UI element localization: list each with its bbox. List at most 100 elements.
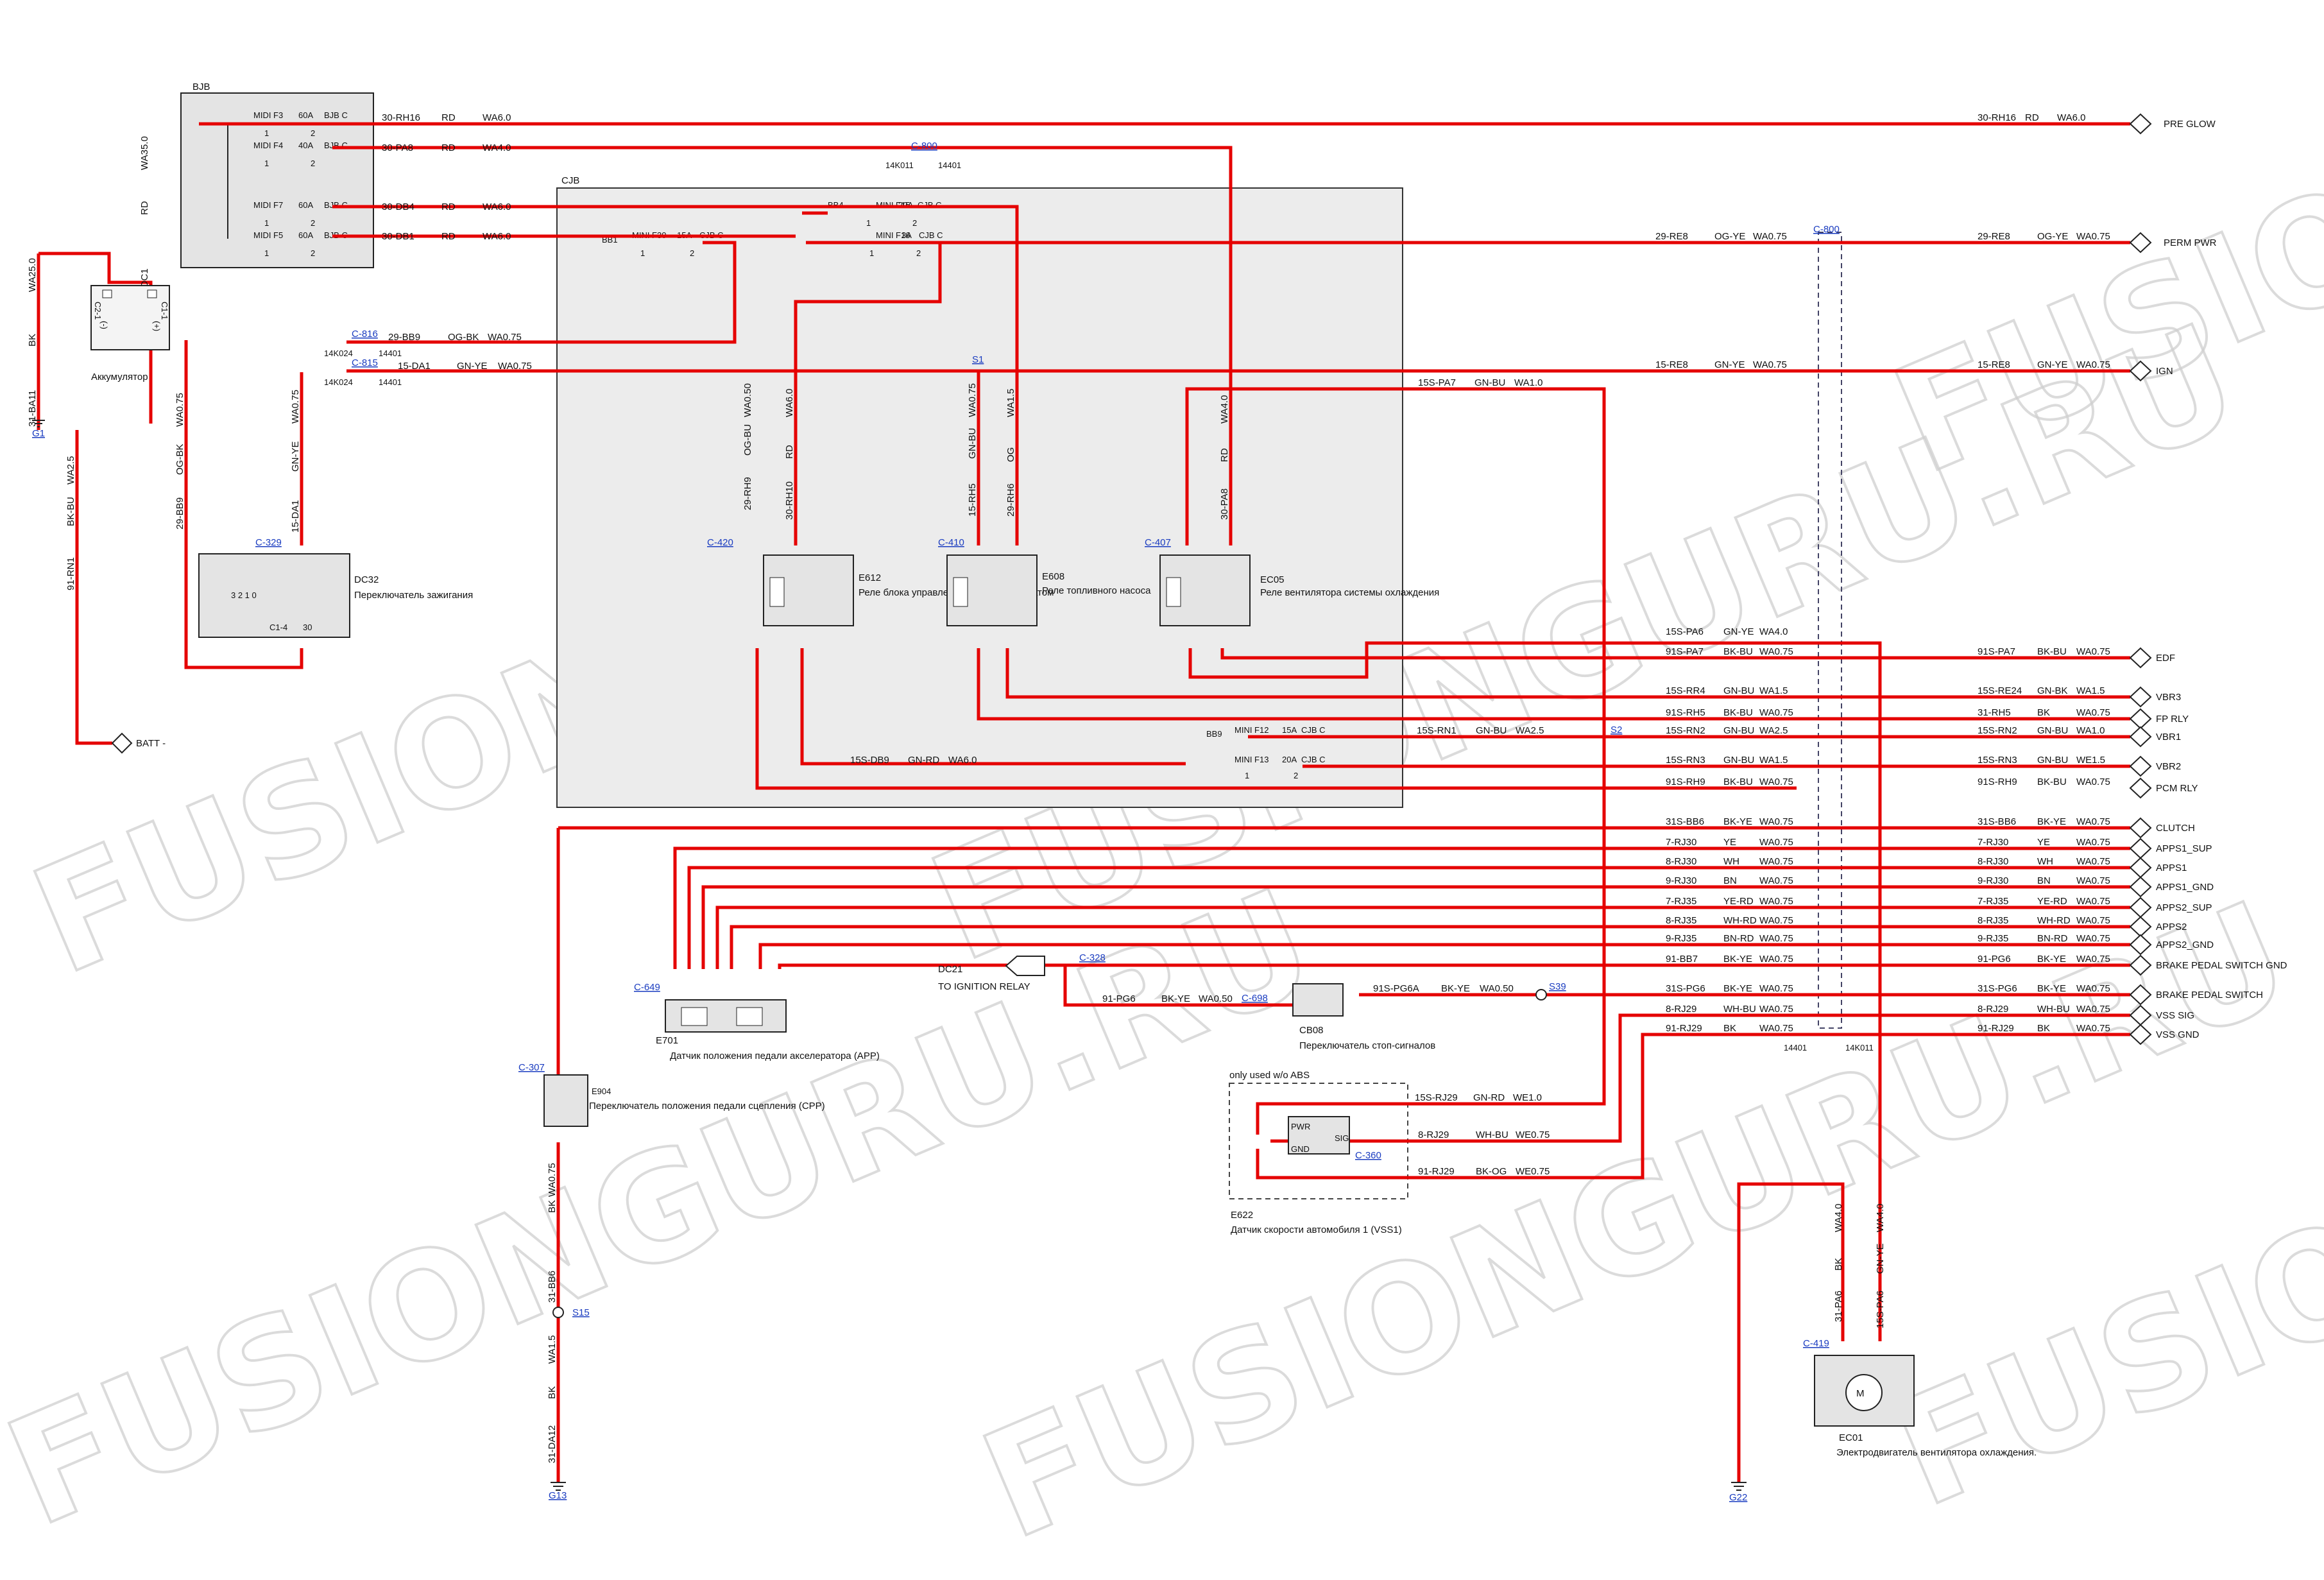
- svg-text:7-RJ30: 7-RJ30: [1978, 837, 2008, 848]
- svg-text:APPS2_GND: APPS2_GND: [2156, 940, 2214, 950]
- ec01-fan-motor: M C-419 EC01 Электродвигатель вентилятор…: [1803, 1338, 2037, 1458]
- svg-text:VBR2: VBR2: [2156, 761, 2181, 772]
- svg-text:BK: BK: [27, 334, 38, 347]
- svg-text:WH-BU: WH-BU: [2037, 1004, 2070, 1015]
- svg-text:FP RLY: FP RLY: [2156, 714, 2189, 725]
- svg-text:WA0.75: WA0.75: [175, 393, 185, 427]
- svg-text:BK-BU: BK-BU: [1723, 707, 1753, 718]
- svg-text:S2: S2: [1611, 725, 1622, 735]
- svg-text:29-RH9: 29-RH9: [742, 477, 753, 510]
- svg-text:BK: BK: [547, 1386, 558, 1399]
- svg-text:15S-RN2: 15S-RN2: [1978, 725, 2017, 736]
- splice-icon: [552, 1307, 564, 1318]
- svg-text:30-PA8: 30-PA8: [1219, 488, 1230, 520]
- splice-icon: [1535, 989, 1547, 1000]
- svg-text:30: 30: [303, 623, 312, 632]
- svg-text:GN-BU: GN-BU: [1723, 685, 1754, 696]
- connector-arrow-icon: [1005, 956, 1045, 976]
- svg-text:E612: E612: [859, 572, 881, 583]
- svg-text:APPS1: APPS1: [2156, 863, 2187, 873]
- svg-text:WA4.0: WA4.0: [1219, 395, 1230, 424]
- svg-text:1: 1: [866, 218, 871, 228]
- svg-text:WA0.75: WA0.75: [2076, 915, 2110, 926]
- svg-text:30-DB4: 30-DB4: [382, 202, 414, 212]
- battery-label: Аккумулятор: [91, 372, 148, 382]
- svg-text:15-DA1: 15-DA1: [290, 500, 301, 533]
- svg-text:E701: E701: [656, 1035, 678, 1046]
- svg-text:C-800: C-800: [1813, 224, 1840, 235]
- output-terminal: APPS1_GND: [2129, 876, 2214, 898]
- svg-text:Переключатель положения педали: Переключатель положения педали сцепления…: [589, 1101, 825, 1112]
- svg-text:WA0.75: WA0.75: [2076, 896, 2110, 907]
- svg-text:15S-RN3: 15S-RN3: [1978, 755, 2017, 766]
- svg-text:BK-YE: BK-YE: [1723, 983, 1752, 994]
- svg-text:WA6.0: WA6.0: [784, 389, 795, 417]
- svg-text:31S-PG6: 31S-PG6: [1666, 983, 1705, 994]
- svg-text:BK-YE: BK-YE: [2037, 816, 2066, 827]
- svg-text:GN-BU: GN-BU: [967, 428, 978, 459]
- terminal-diamond-icon: [2129, 360, 2152, 382]
- svg-text:WA4.0: WA4.0: [1759, 626, 1788, 637]
- watermark: FUSIONGURU.RU: [1872, 0, 2324, 508]
- terminal-diamond-icon: [2129, 876, 2152, 898]
- c800-top: C-800 14K011 14401 C-800 14401 14K011: [885, 141, 1874, 1052]
- svg-text:15-DA1: 15-DA1: [398, 361, 431, 372]
- svg-text:14401: 14401: [938, 160, 961, 170]
- svg-text:WA0.75: WA0.75: [1759, 646, 1793, 657]
- svg-text:91S-PA7: 91S-PA7: [1978, 646, 2015, 657]
- svg-text:WA0.75: WA0.75: [2076, 875, 2110, 886]
- svg-text:14K024: 14K024: [324, 348, 353, 358]
- svg-text:WA1.0: WA1.0: [1514, 377, 1542, 388]
- svg-text:91S-RH9: 91S-RH9: [1978, 777, 2017, 787]
- terminal-diamond-icon: [111, 732, 133, 754]
- svg-text:BRAKE PEDAL SWITCH: BRAKE PEDAL SWITCH: [2156, 990, 2263, 1000]
- svg-text:BN-RD: BN-RD: [1723, 933, 1754, 944]
- svg-text:C2-1: C2-1: [93, 302, 103, 320]
- svg-text:OG-BU: OG-BU: [742, 424, 753, 456]
- svg-text:91S-RH5: 91S-RH5: [1666, 707, 1705, 718]
- svg-text:BK-BU: BK-BU: [65, 497, 76, 526]
- svg-text:WA0.75: WA0.75: [1759, 1004, 1793, 1015]
- svg-text:SIG: SIG: [1335, 1133, 1349, 1143]
- e622-vss-sensor: PWR GND SIG C-360 E622 Датчик скорости а…: [1231, 1116, 1402, 1235]
- svg-text:WA0.75: WA0.75: [1759, 933, 1793, 944]
- svg-text:EC05: EC05: [1260, 574, 1285, 585]
- svg-text:WE0.75: WE0.75: [1516, 1129, 1550, 1140]
- svg-text:WA1.5: WA1.5: [2076, 685, 2105, 696]
- dc32-ignition-switch: 3 2 1 0 C1-4 30 DC32 Переключатель зажиг…: [198, 537, 473, 638]
- svg-text:WA0.75: WA0.75: [2076, 1004, 2110, 1015]
- svg-text:91-PG6: 91-PG6: [1102, 993, 1136, 1004]
- svg-text:20A: 20A: [1282, 755, 1297, 764]
- svg-text:CB08: CB08: [1299, 1025, 1324, 1036]
- svg-text:31S-BB6: 31S-BB6: [1666, 816, 1704, 827]
- svg-text:BK: BK: [1833, 1258, 1844, 1271]
- terminal-diamond-icon: [2129, 647, 2152, 669]
- svg-text:VBR3: VBR3: [2156, 692, 2181, 703]
- cb08-brake-switch: C-698 CB08 Переключатель стоп-сигналов: [1242, 983, 1435, 1051]
- output-terminal: CLUTCH: [2129, 817, 2195, 839]
- svg-text:8-RJ35: 8-RJ35: [1978, 915, 2008, 926]
- svg-text:WA2.5: WA2.5: [65, 456, 76, 485]
- svg-text:MINI F13: MINI F13: [1235, 755, 1269, 764]
- terminal-diamond-icon: [2129, 817, 2152, 839]
- svg-text:60A: 60A: [298, 200, 313, 210]
- svg-text:29-BB9: 29-BB9: [175, 497, 185, 529]
- svg-text:WE1.5: WE1.5: [2076, 755, 2105, 766]
- svg-text:91-BB7: 91-BB7: [1666, 954, 1698, 965]
- svg-text:C-649: C-649: [634, 982, 660, 993]
- svg-text:WA0.75: WA0.75: [1759, 954, 1793, 965]
- bjb-box: [180, 92, 374, 268]
- svg-text:Реле вентилятора системы охлаж: Реле вентилятора системы охлаждения: [1260, 587, 1439, 598]
- svg-text:31-BB6: 31-BB6: [547, 1271, 558, 1303]
- terminal-diamond-icon: [2129, 1004, 2152, 1026]
- svg-text:APPS2: APPS2: [2156, 922, 2187, 932]
- svg-text:RD: RD: [441, 231, 456, 242]
- svg-text:8-RJ30: 8-RJ30: [1666, 856, 1696, 867]
- svg-text:BRAKE PEDAL SWITCH GND: BRAKE PEDAL SWITCH GND: [2156, 960, 2287, 971]
- svg-text:S39: S39: [1549, 981, 1566, 992]
- svg-text:BK-BU: BK-BU: [2037, 777, 2067, 787]
- svg-text:E608: E608: [1042, 571, 1064, 582]
